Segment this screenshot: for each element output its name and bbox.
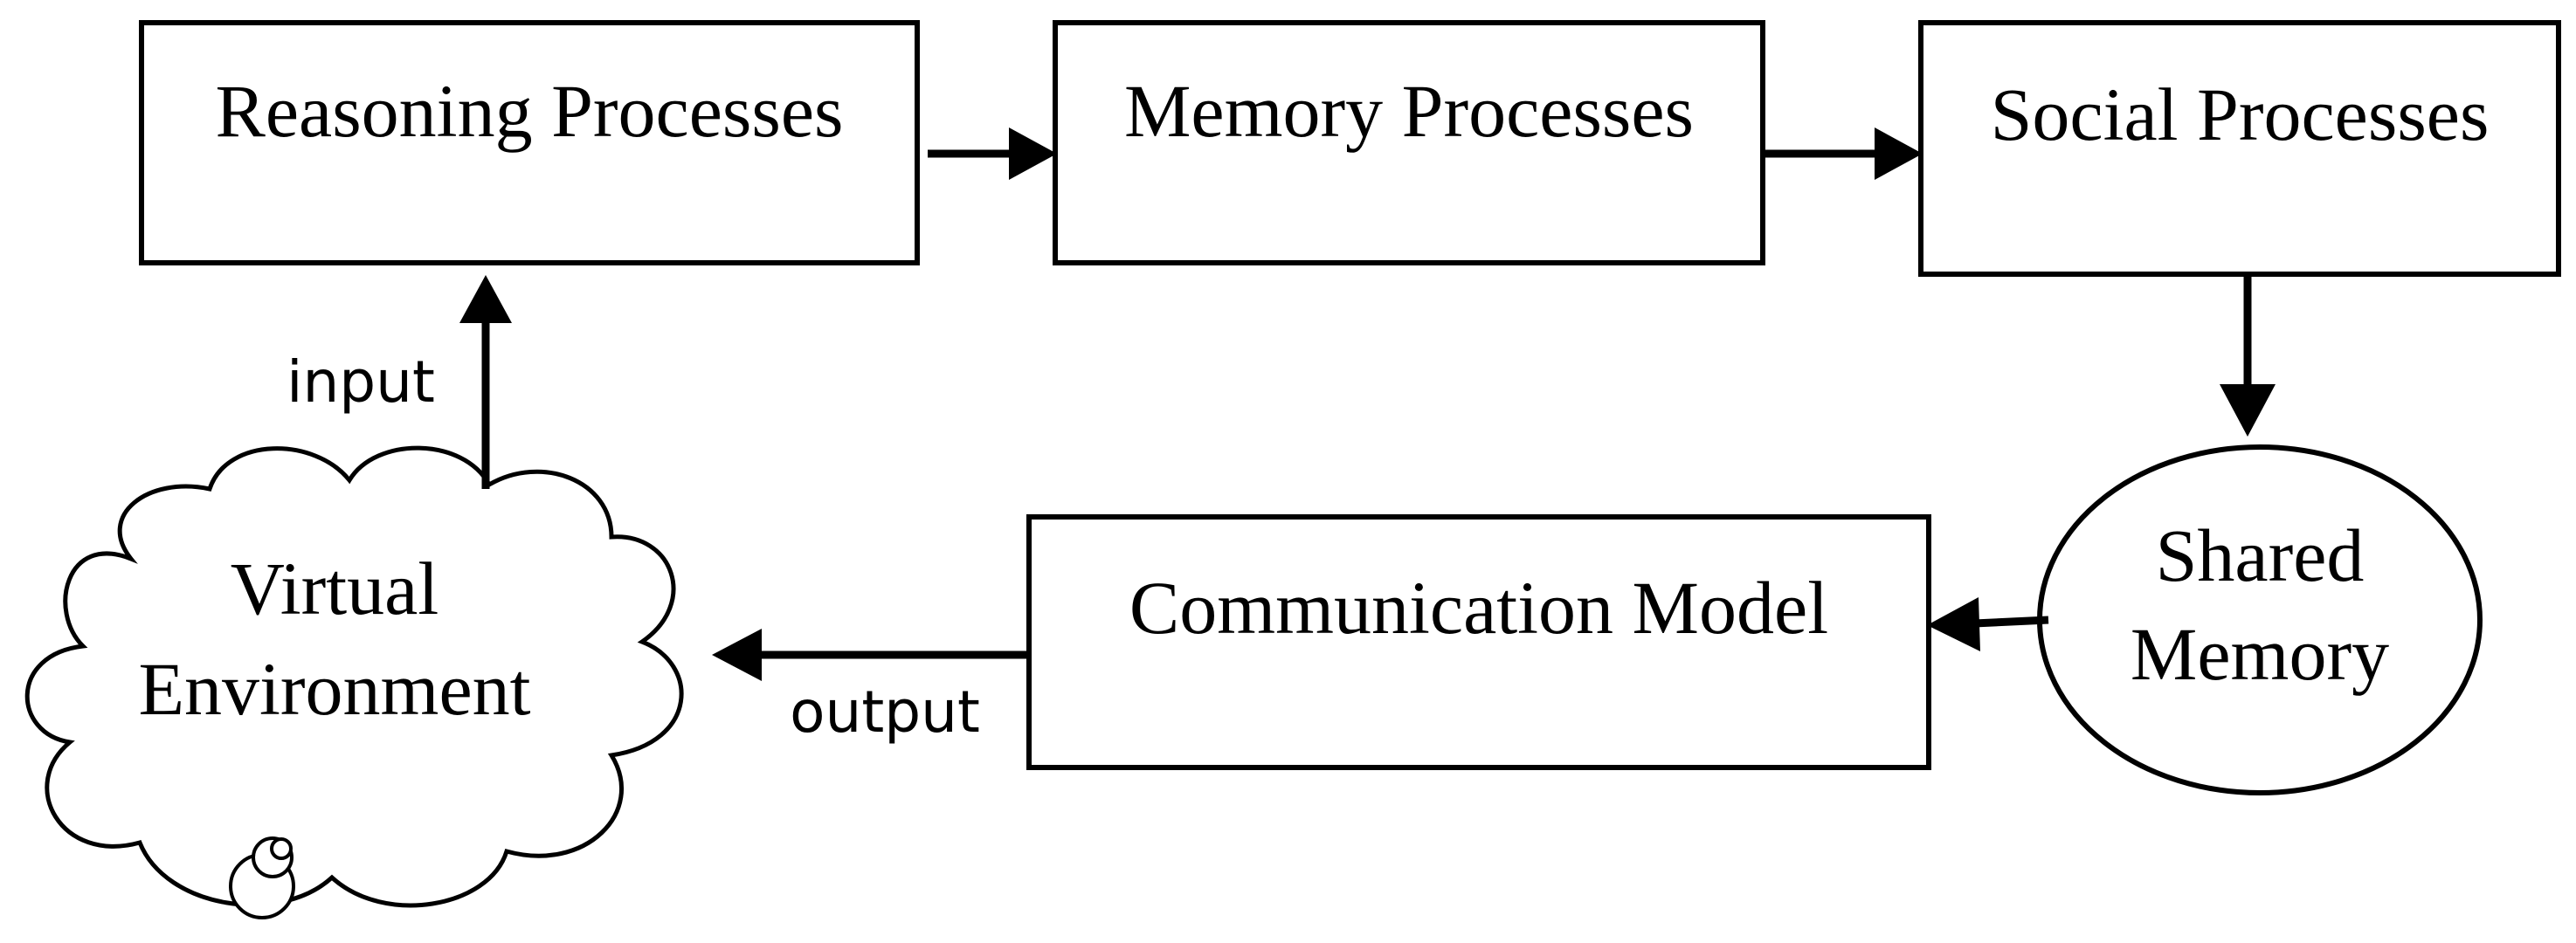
arrow-communication-to-environment xyxy=(712,629,1027,681)
reasoning-processes-node: Reasoning Processes xyxy=(139,20,920,265)
input-edge-label: input xyxy=(287,348,435,416)
virtual-environment-label-line1: Virtual xyxy=(231,547,439,630)
virtual-environment-node: Virtual Environment xyxy=(24,445,684,919)
arrow-shared-memory-to-communication xyxy=(1927,597,2049,651)
shared-memory-label-line1: Shared xyxy=(2156,513,2365,597)
shared-memory-label-line2: Memory xyxy=(2131,612,2389,696)
communication-model-node: Communication Model xyxy=(1026,514,1931,770)
memory-processes-node: Memory Processes xyxy=(1053,20,1765,265)
output-edge-label: output xyxy=(790,678,980,746)
communication-model-label: Communication Model xyxy=(1129,566,1828,650)
thought-bubble-small xyxy=(270,837,293,860)
arrow-environment-to-reasoning xyxy=(459,275,512,489)
cloud-shape xyxy=(24,445,684,908)
virtual-environment-label-line2: Environment xyxy=(138,647,530,731)
arrow-reasoning-to-memory xyxy=(928,127,1057,180)
social-processes-node: Social Processes xyxy=(1918,20,2561,277)
reasoning-processes-label: Reasoning Processes xyxy=(216,69,844,153)
social-processes-label: Social Processes xyxy=(1991,72,2490,156)
memory-processes-label: Memory Processes xyxy=(1124,69,1694,153)
arrow-memory-to-social xyxy=(1765,127,1923,180)
arrow-social-to-shared-memory xyxy=(2220,276,2276,437)
shared-memory-node: Shared Memory xyxy=(2037,444,2483,795)
